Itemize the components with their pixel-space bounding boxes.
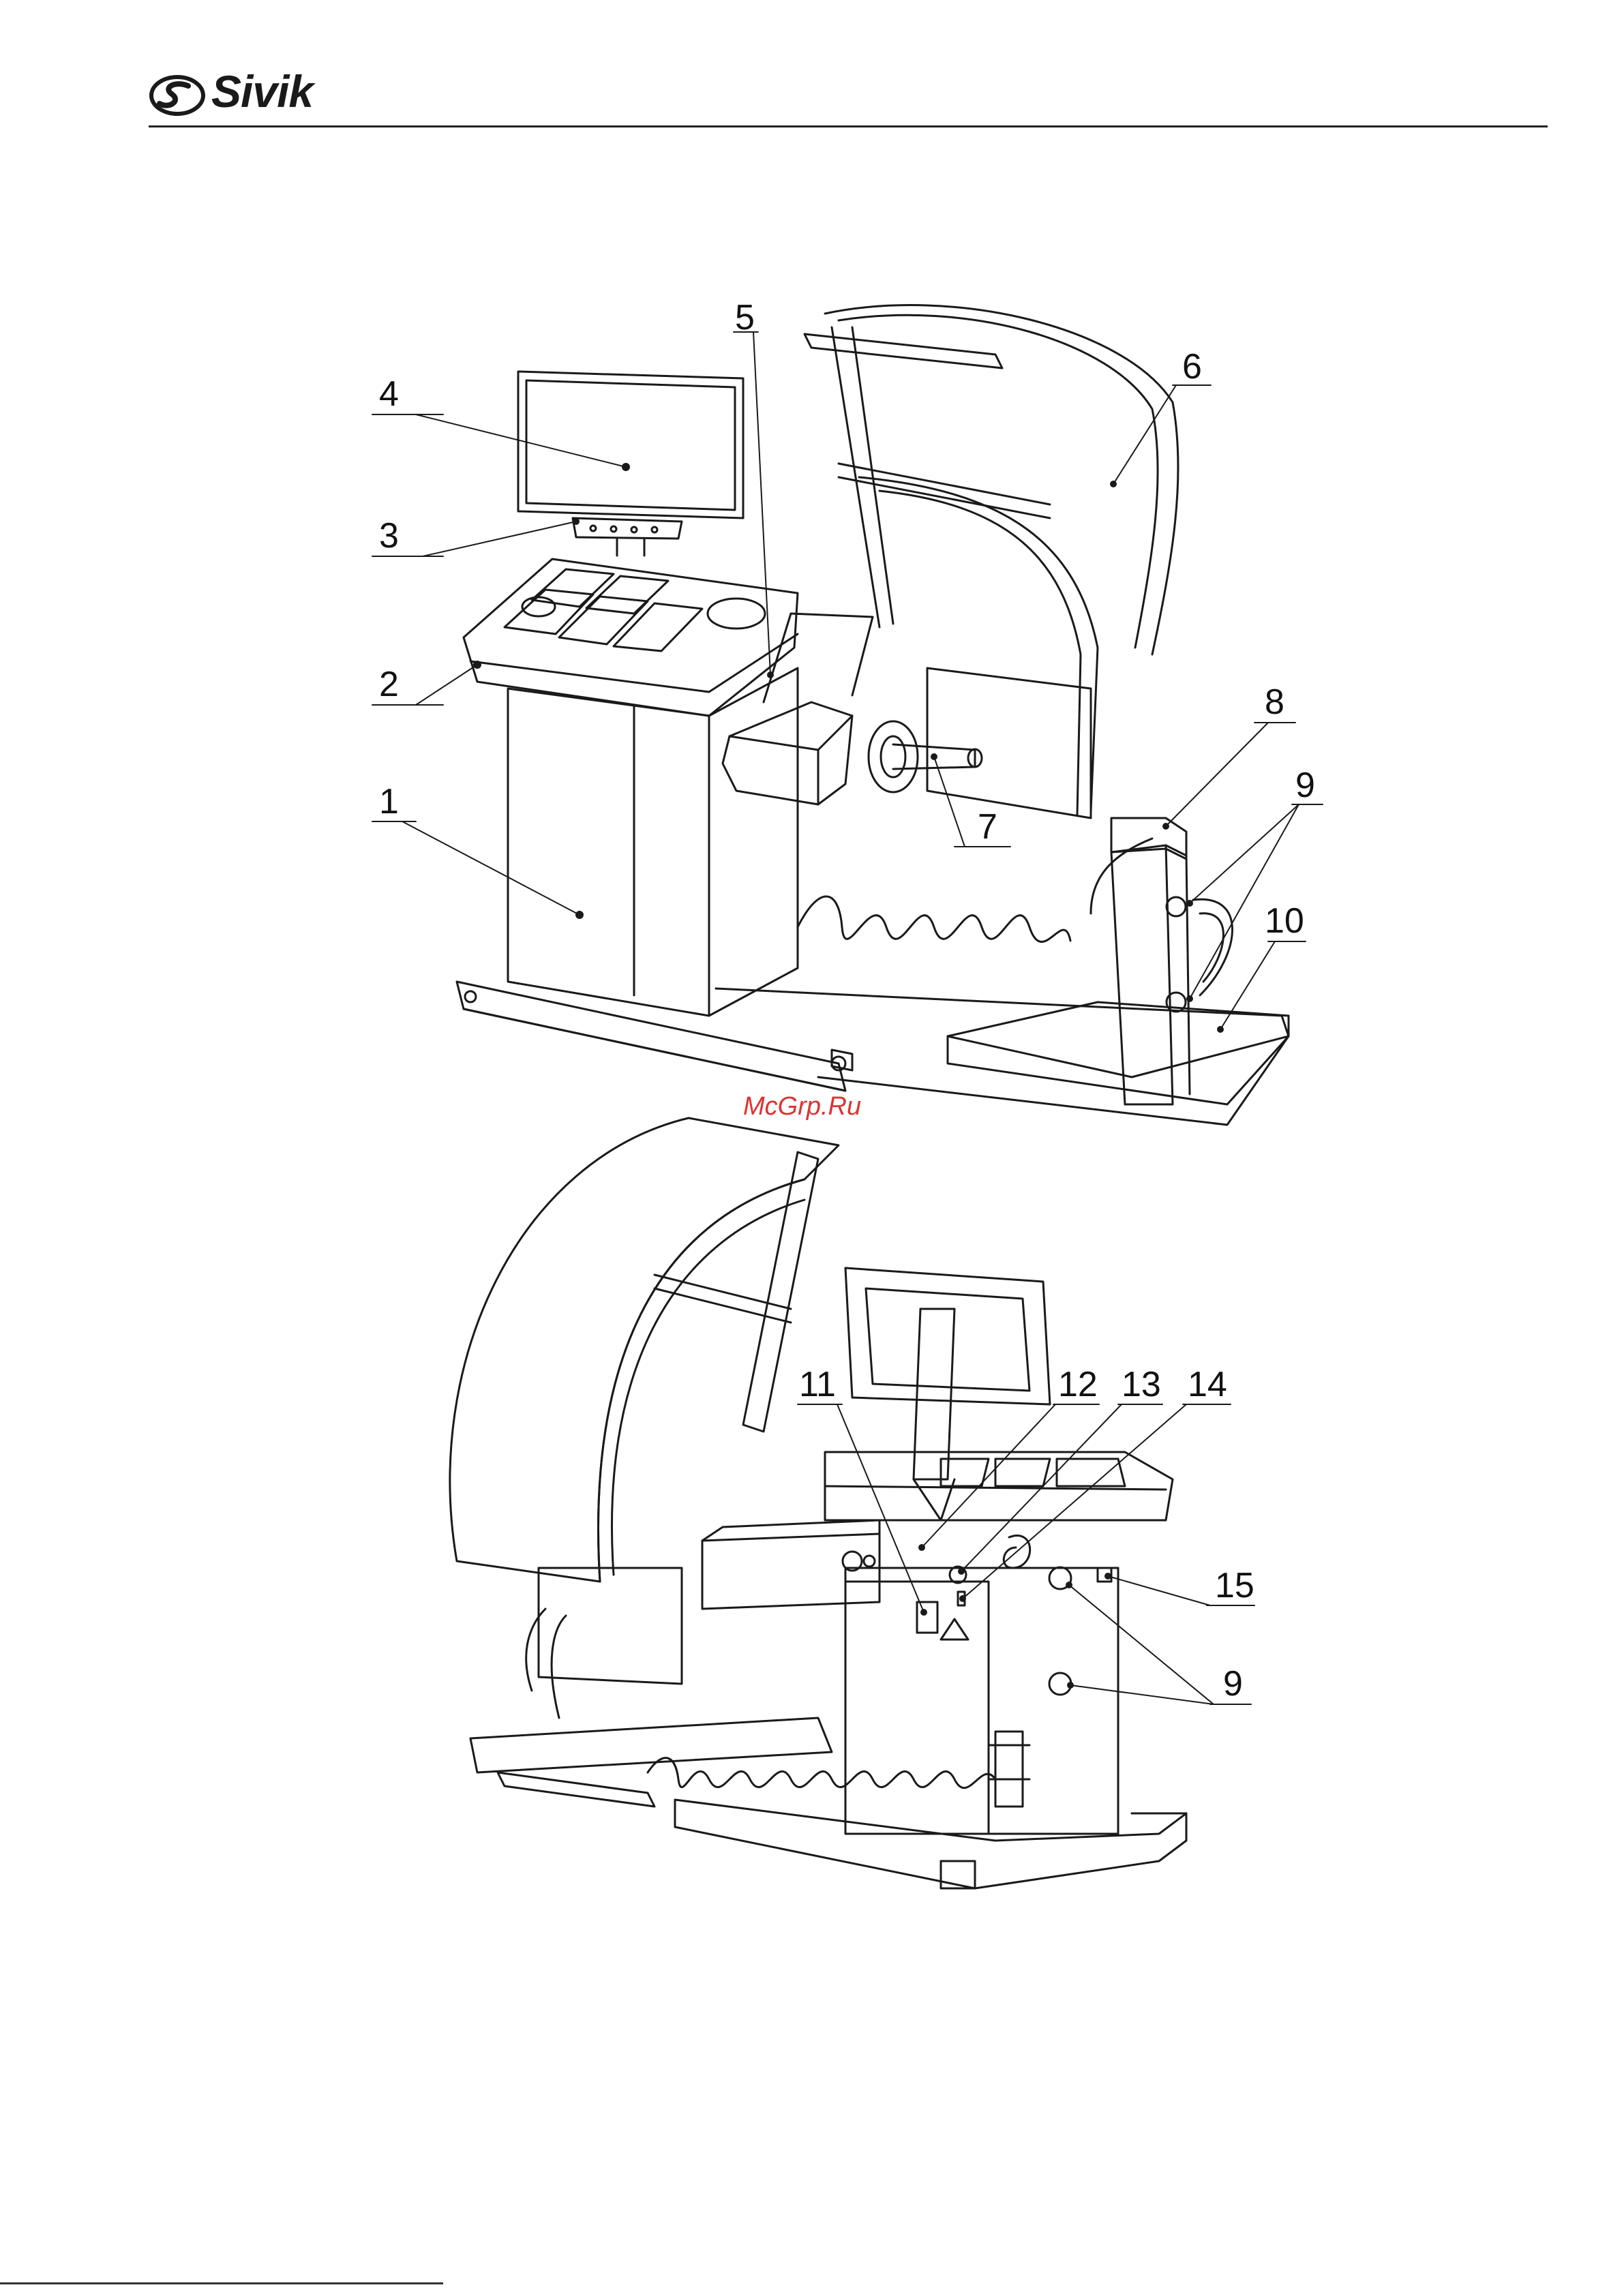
callout-14: 14 — [1188, 1367, 1227, 1402]
leader-dots-bottom — [918, 1544, 1111, 1689]
callout-9: 9 — [1295, 768, 1315, 803]
watermark: McGrp.Ru — [743, 1092, 861, 1121]
callout-7: 7 — [978, 809, 997, 845]
callout-4: 4 — [379, 376, 399, 412]
bottom-machine-drawing — [450, 1118, 1186, 1888]
callout-13: 13 — [1122, 1367, 1161, 1402]
leader-lines-bottom — [798, 1404, 1254, 1704]
callout-12: 12 — [1058, 1367, 1098, 1402]
callout-2: 2 — [379, 667, 399, 702]
callout-6: 6 — [1182, 349, 1202, 384]
callout-3: 3 — [379, 518, 399, 554]
leader-lines-top — [372, 332, 1323, 1029]
callout-8: 8 — [1265, 684, 1284, 720]
callout-11: 11 — [799, 1367, 836, 1402]
footer-divider — [0, 2282, 443, 2284]
callout-15: 15 — [1215, 1568, 1254, 1603]
callout-10: 10 — [1265, 903, 1304, 939]
callout-5: 5 — [735, 300, 755, 335]
callout-9-bottom: 9 — [1223, 1666, 1243, 1702]
top-machine-drawing — [457, 305, 1289, 1125]
callout-1: 1 — [379, 784, 399, 819]
